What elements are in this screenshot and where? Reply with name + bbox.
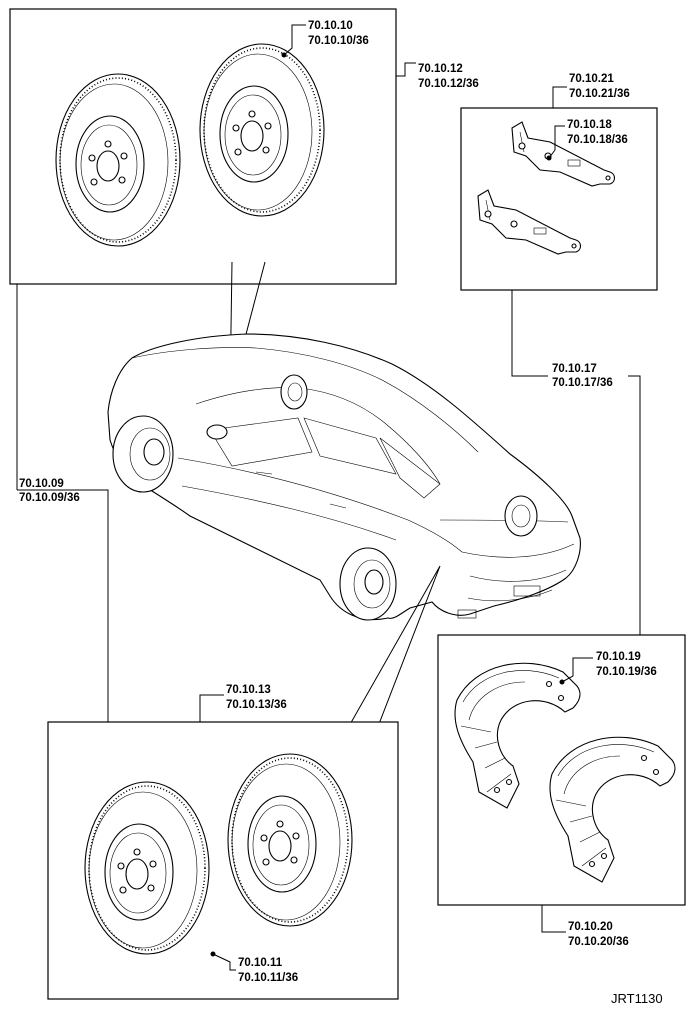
callout-front-disc-outer-1: 70.10.10 [308, 20, 353, 32]
front-disc-right [199, 43, 325, 217]
callout-front-disc-outer-2: 70.10.10/36 [308, 35, 369, 47]
rear-shields-box [460, 107, 658, 291]
callout-rear-disc-single-1: 70.10.11 [238, 957, 283, 969]
callout-front-shield-pair-1: 70.10.20 [568, 921, 613, 933]
callout-rear-disc-pair-1: 70.10.13 [226, 684, 271, 696]
callout-front-shield-single-1: 70.10.19 [596, 651, 641, 663]
rear-disc-right [227, 753, 353, 927]
callout-rear-shield-pair-2: 70.10.21/36 [569, 88, 630, 100]
callout-front-disc-set-1: 70.10.09 [19, 478, 64, 490]
callout-front-disc-pair-1: 70.10.12 [418, 63, 463, 75]
callout-rear-disc-pair-2: 70.10.13/36 [226, 699, 287, 711]
figure-code: JRT1130 [611, 991, 663, 1006]
callout-rear-disc-single-2: 70.10.11/36 [238, 972, 298, 984]
callout-rear-shield-set-2: 70.10.17/36 [552, 377, 613, 389]
vehicle [107, 333, 581, 621]
callout-rear-shield-pair-1: 70.10.21 [569, 73, 614, 85]
callout-front-shield-single-2: 70.10.19/36 [596, 666, 657, 678]
rear-disc-left [84, 781, 210, 955]
callout-rear-shield-single-1: 70.10.18 [567, 119, 612, 131]
front-disc-left [55, 73, 181, 247]
callout-rear-shield-set-1: 70.10.17 [552, 363, 597, 375]
callout-front-shield-pair-2: 70.10.20/36 [568, 936, 629, 948]
callout-front-disc-pair-2: 70.10.12/36 [418, 78, 479, 90]
callout-rear-shield-single-2: 70.10.18/36 [567, 134, 628, 146]
callout-front-disc-set-2: 70.10.09/36 [19, 492, 80, 504]
